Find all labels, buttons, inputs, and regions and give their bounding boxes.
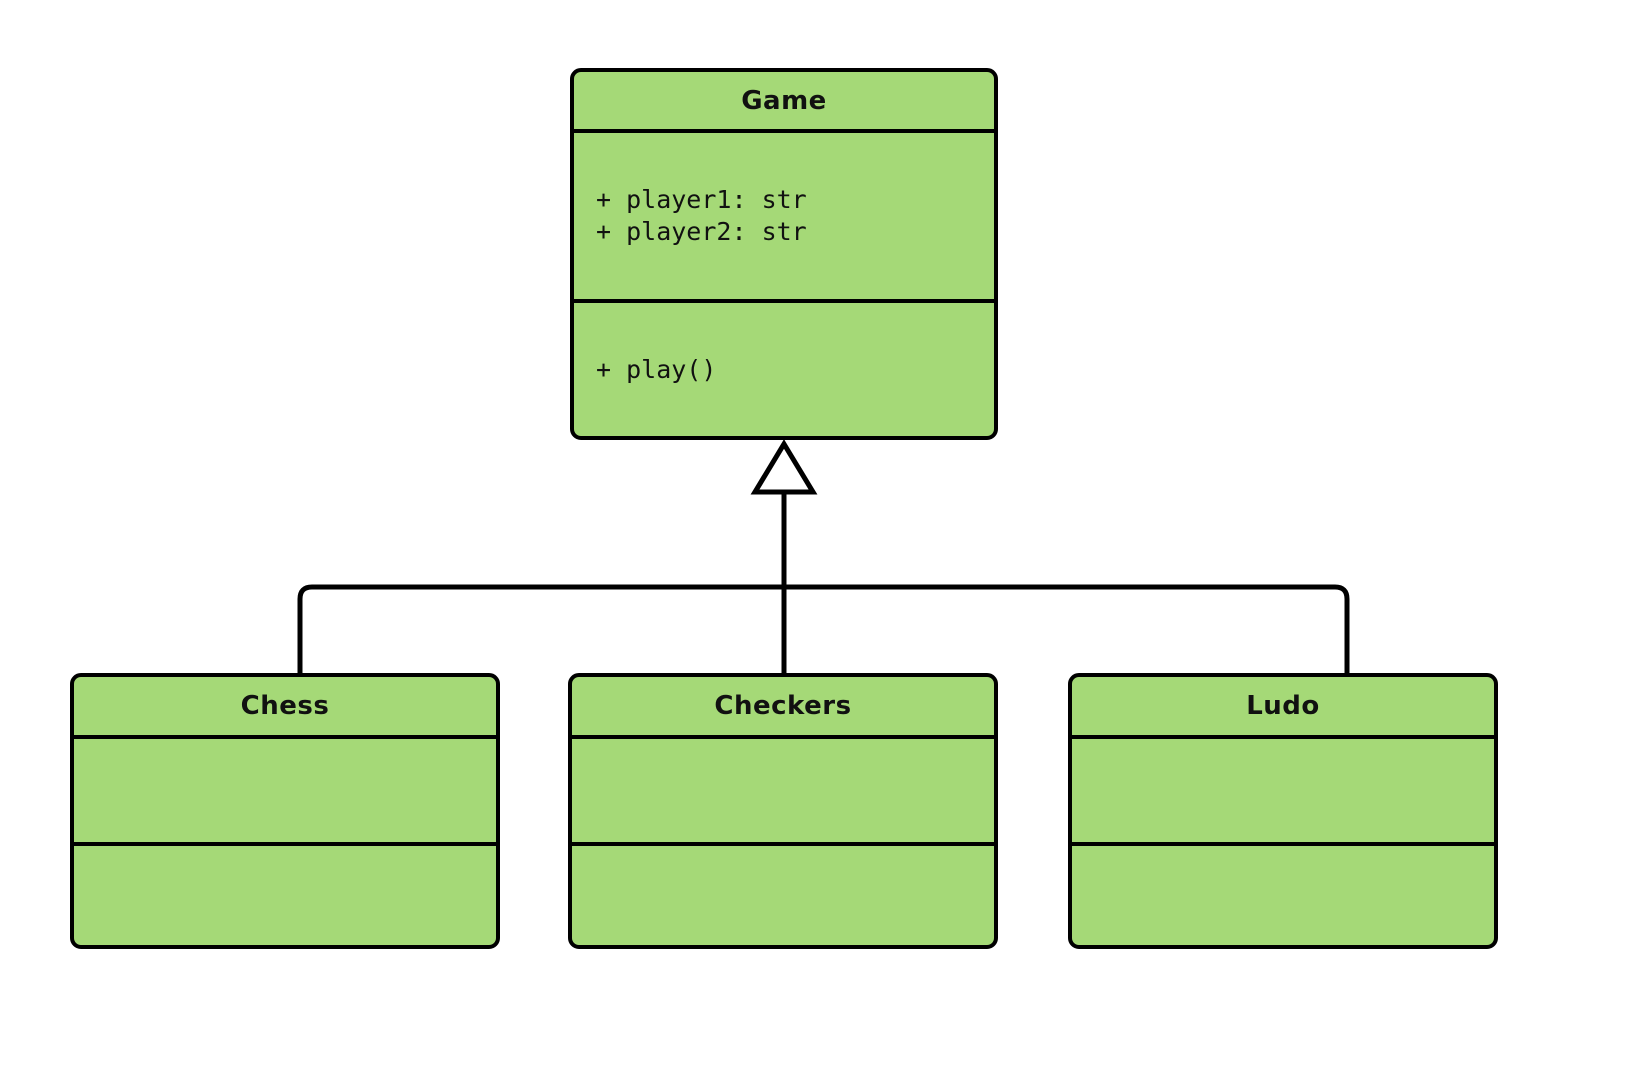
attributes-compartment-chess (74, 739, 496, 842)
compartment-divider (1072, 735, 1494, 739)
uml-class-game[interactable]: Game + player1: str + player2: str + pla… (570, 68, 998, 440)
connector-bus (297, 584, 1350, 673)
generalization-arrowhead (750, 439, 818, 495)
uml-class-checkers[interactable]: Checkers (568, 673, 998, 949)
compartment-divider (572, 735, 994, 739)
compartment-divider (574, 299, 994, 303)
methods-compartment-ludo (1072, 846, 1494, 945)
methods-compartment-checkers (572, 846, 994, 945)
compartment-divider (74, 735, 496, 739)
attribute-row: + player1: str (596, 185, 807, 214)
attributes-compartment-checkers (572, 739, 994, 842)
attributes-compartment-ludo (1072, 739, 1494, 842)
attributes-compartment-game: + player1: str + player2: str (574, 133, 994, 299)
compartment-divider (574, 129, 994, 133)
class-name-game: Game (741, 85, 827, 116)
uml-class-chess[interactable]: Chess (70, 673, 500, 949)
class-name-chess: Chess (240, 691, 330, 721)
class-name-checkers: Checkers (714, 691, 852, 721)
attribute-row: + player2: str (596, 217, 807, 246)
compartment-divider (1072, 842, 1494, 846)
method-row: + play() (596, 354, 717, 384)
methods-compartment-chess (74, 846, 496, 945)
methods-compartment-game: + play() (574, 303, 994, 436)
compartment-divider (572, 842, 994, 846)
compartment-divider (74, 842, 496, 846)
uml-class-ludo[interactable]: Ludo (1068, 673, 1498, 949)
class-name-ludo: Ludo (1246, 691, 1320, 721)
